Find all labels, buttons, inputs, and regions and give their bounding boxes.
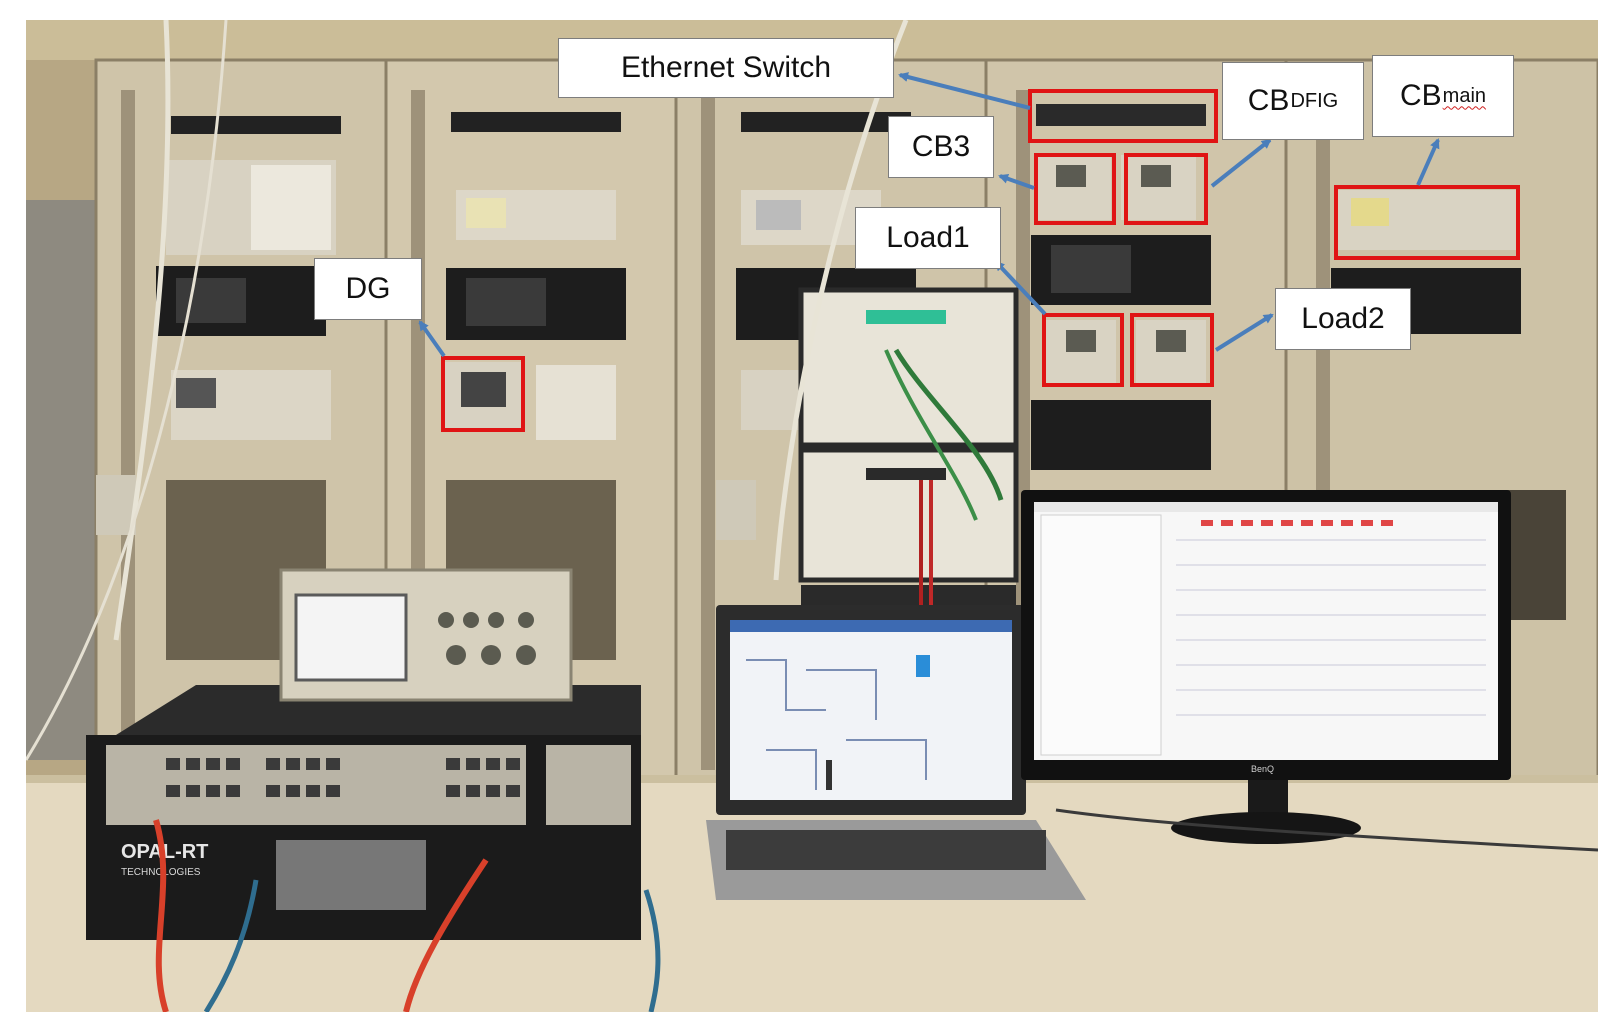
highlight-ethernet-switch <box>1028 89 1218 143</box>
label-cb3: CB3 <box>888 116 994 178</box>
highlight-cb-dfig <box>1124 153 1208 225</box>
label-load1-text: Load1 <box>886 221 970 254</box>
label-load2-text: Load2 <box>1301 302 1385 335</box>
label-cb-main-main: CB <box>1399 79 1442 112</box>
label-ethernet-switch-text: Ethernet Switch <box>620 51 832 84</box>
highlight-dg <box>441 356 525 432</box>
label-load1: Load1 <box>855 207 1001 269</box>
label-dg-text: DG <box>345 272 391 305</box>
highlight-load2 <box>1130 313 1214 387</box>
label-cb-main-sub: main <box>1442 84 1487 107</box>
label-cb3-text: CB3 <box>911 130 971 163</box>
highlight-cb3 <box>1034 153 1116 225</box>
label-dg: DG <box>314 258 422 320</box>
label-cb-dfig-main: CB <box>1247 84 1290 117</box>
label-load2: Load2 <box>1275 288 1411 350</box>
highlight-load1 <box>1042 313 1124 387</box>
lab-photo: OPAL-RT TECHNOLOGIES BenQ <box>26 20 1598 1012</box>
label-ethernet-switch: Ethernet Switch <box>558 38 894 98</box>
highlight-cb-main <box>1334 185 1520 260</box>
monitor-brand-text: BenQ <box>1251 764 1274 774</box>
lab-scene-illustration: OPAL-RT TECHNOLOGIES BenQ <box>26 20 1598 1012</box>
label-cb-dfig-sub: DFIG <box>1290 89 1339 112</box>
